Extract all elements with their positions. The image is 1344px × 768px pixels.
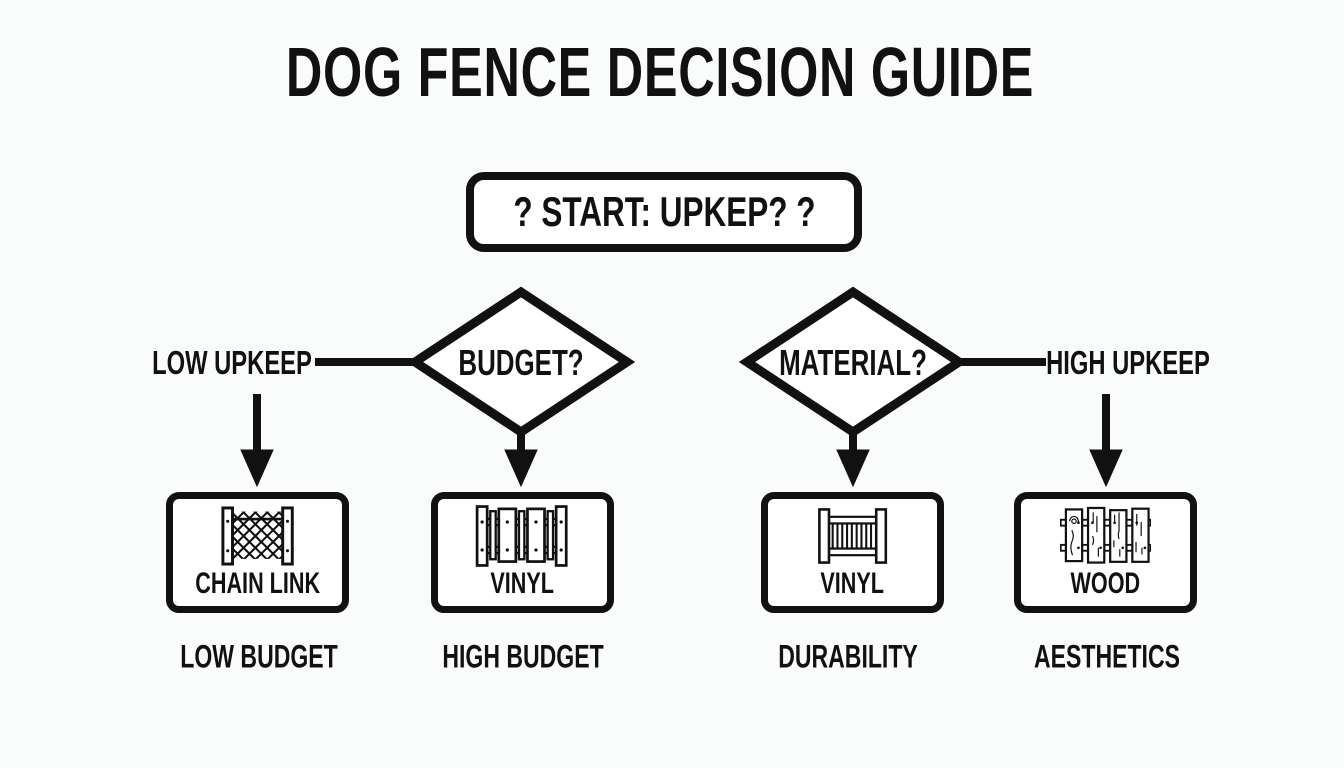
high-upkeep-label: HIGH UPKEEP — [1046, 344, 1210, 381]
outcome-label: WOOD — [1070, 567, 1141, 600]
material-decision-label: MATERIAL? — [779, 342, 927, 383]
outcome-wood: WOOD — [1014, 492, 1197, 613]
vinyl-picket-fence-icon — [476, 505, 569, 567]
caption-durability: DURABILITY — [778, 638, 918, 675]
high-upkeep-arrowhead — [1089, 449, 1123, 488]
material-decision-diamond — [738, 286, 968, 438]
outcome-label: CHAIN LINK — [195, 567, 320, 600]
outcome-chain-link: CHAIN LINK — [166, 492, 349, 613]
low-upkeep-label: LOW UPKEEP — [152, 344, 312, 381]
start-node-label: ? START: UPKEP? ? — [512, 188, 816, 235]
caption-aesthetics: AESTHETICS — [1034, 638, 1180, 675]
start-node: ? START: UPKEP? ? — [466, 172, 862, 252]
outcome-label: VINYL — [490, 567, 555, 600]
low-upkeep-arrowhead — [240, 449, 274, 488]
budget-decision-diamond — [406, 286, 636, 438]
material-arrowhead — [836, 449, 870, 488]
wood-plank-fence-icon — [1059, 506, 1152, 564]
outcome-vinyl-material: VINYL — [761, 492, 944, 613]
vinyl-rail-fence-icon — [817, 508, 888, 564]
caption-high-budget: HIGH BUDGET — [442, 638, 604, 675]
chain-link-fence-icon — [221, 506, 294, 566]
budget-decision-label: BUDGET? — [458, 342, 584, 383]
caption-low-budget: LOW BUDGET — [180, 638, 338, 675]
page-title: DOG FENCE DECISION GUIDE — [285, 33, 1035, 111]
outcome-vinyl-budget: VINYL — [431, 492, 614, 613]
budget-arrowhead — [504, 449, 538, 488]
outcome-label: VINYL — [820, 567, 885, 600]
